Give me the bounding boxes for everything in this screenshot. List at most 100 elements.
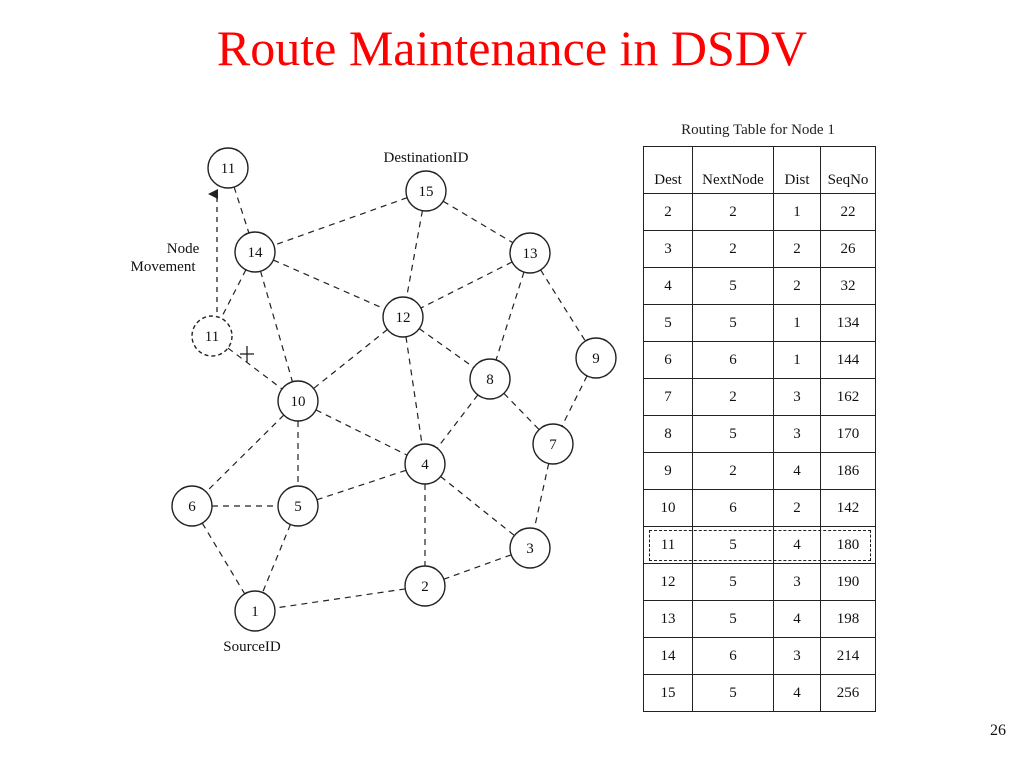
link-15-12 bbox=[406, 210, 423, 298]
cell-dist: 3 bbox=[773, 378, 821, 416]
cell-seqno: 162 bbox=[820, 378, 876, 416]
cell-seqno: 26 bbox=[820, 230, 876, 268]
cell-seqno: 170 bbox=[820, 415, 876, 453]
node-14: 14 bbox=[234, 231, 276, 273]
destination-label: DestinationID bbox=[384, 150, 469, 166]
cell-nextnode: 5 bbox=[692, 600, 774, 638]
node-circle bbox=[509, 527, 551, 569]
node-label: 8 bbox=[486, 372, 494, 388]
cell-dest: 4 bbox=[643, 267, 693, 305]
cell-dest: 10 bbox=[643, 489, 693, 527]
node-1: 1 bbox=[234, 590, 276, 632]
node-label: 9 bbox=[592, 351, 600, 367]
cell-seqno: 144 bbox=[820, 341, 876, 379]
link-12-8 bbox=[418, 328, 475, 368]
node-6: 6 bbox=[171, 485, 213, 527]
cell-nextnode: 5 bbox=[692, 267, 774, 305]
cell-nextnode: 5 bbox=[692, 415, 774, 453]
link-3-2 bbox=[443, 554, 512, 580]
link-14-12 bbox=[273, 259, 385, 310]
link-10-4 bbox=[315, 409, 408, 456]
link-6-1 bbox=[201, 522, 246, 595]
node-label: 15 bbox=[419, 184, 434, 200]
node-13: 13 bbox=[509, 232, 551, 274]
cell-seqno: 180 bbox=[820, 526, 876, 564]
node-11-old: 11 bbox=[191, 315, 233, 357]
node-circle bbox=[469, 358, 511, 400]
node-circle bbox=[234, 231, 276, 273]
link-11-14 bbox=[233, 186, 250, 234]
link-15-13 bbox=[442, 200, 514, 244]
cell-nextnode: 6 bbox=[692, 341, 774, 379]
cell-seqno: 214 bbox=[820, 637, 876, 675]
links-layer bbox=[201, 186, 588, 609]
movement-label-line2: Movement bbox=[131, 259, 197, 275]
cell-dest: 11 bbox=[643, 526, 693, 564]
cell-nextnode: 2 bbox=[692, 193, 774, 231]
cell-dist: 1 bbox=[773, 304, 821, 342]
node-label: 5 bbox=[294, 499, 302, 515]
node-circle bbox=[171, 485, 213, 527]
node-7: 7 bbox=[532, 423, 574, 465]
cell-nextnode: 2 bbox=[692, 230, 774, 268]
cell-seqno: 190 bbox=[820, 563, 876, 601]
link-4-3 bbox=[440, 476, 515, 536]
cell-dist: 4 bbox=[773, 452, 821, 490]
link-14-11-old bbox=[220, 269, 247, 319]
node-label: 12 bbox=[396, 310, 411, 326]
header-nextnode: NextNode bbox=[692, 146, 774, 194]
link-2-1 bbox=[274, 588, 406, 609]
link-13-8 bbox=[495, 271, 525, 361]
node-label: 2 bbox=[421, 579, 429, 595]
link-14-10 bbox=[259, 271, 294, 382]
cell-dist: 4 bbox=[773, 600, 821, 638]
cell-nextnode: 2 bbox=[692, 378, 774, 416]
node-circle bbox=[509, 232, 551, 274]
node-circle bbox=[382, 296, 424, 338]
cell-nextnode: 5 bbox=[692, 563, 774, 601]
cell-seqno: 198 bbox=[820, 600, 876, 638]
cell-dest: 5 bbox=[643, 304, 693, 342]
cell-dest: 7 bbox=[643, 378, 693, 416]
cell-seqno: 186 bbox=[820, 452, 876, 490]
cell-dist: 2 bbox=[773, 230, 821, 268]
node-2: 2 bbox=[404, 565, 446, 607]
cell-dest: 15 bbox=[643, 674, 693, 712]
header-dest: Dest bbox=[643, 146, 693, 194]
page-number: 26 bbox=[990, 722, 1006, 739]
node-label: 7 bbox=[549, 437, 557, 453]
cell-dest: 3 bbox=[643, 230, 693, 268]
node-circle bbox=[404, 565, 446, 607]
cell-nextnode: 5 bbox=[692, 674, 774, 712]
link-7-3 bbox=[533, 463, 550, 529]
node-label: 11 bbox=[205, 329, 219, 345]
cell-dest: 13 bbox=[643, 600, 693, 638]
node-label: 14 bbox=[248, 245, 264, 261]
movement-label-line1: Node bbox=[167, 241, 200, 257]
node-8: 8 bbox=[469, 358, 511, 400]
link-9-7 bbox=[561, 375, 588, 427]
header-dist: Dist bbox=[773, 146, 821, 194]
cell-dist: 3 bbox=[773, 637, 821, 675]
node-circle bbox=[532, 423, 574, 465]
link-15-14 bbox=[273, 197, 408, 246]
link-12-10 bbox=[313, 329, 388, 389]
cell-dest: 8 bbox=[643, 415, 693, 453]
cell-seqno: 134 bbox=[820, 304, 876, 342]
node-15: 15 bbox=[405, 170, 447, 212]
node-circle bbox=[207, 147, 249, 189]
link-8-4 bbox=[436, 394, 479, 449]
node-label: 3 bbox=[526, 541, 534, 557]
node-10: 10 bbox=[277, 380, 319, 422]
cell-nextnode: 2 bbox=[692, 452, 774, 490]
node-circle bbox=[234, 590, 276, 632]
